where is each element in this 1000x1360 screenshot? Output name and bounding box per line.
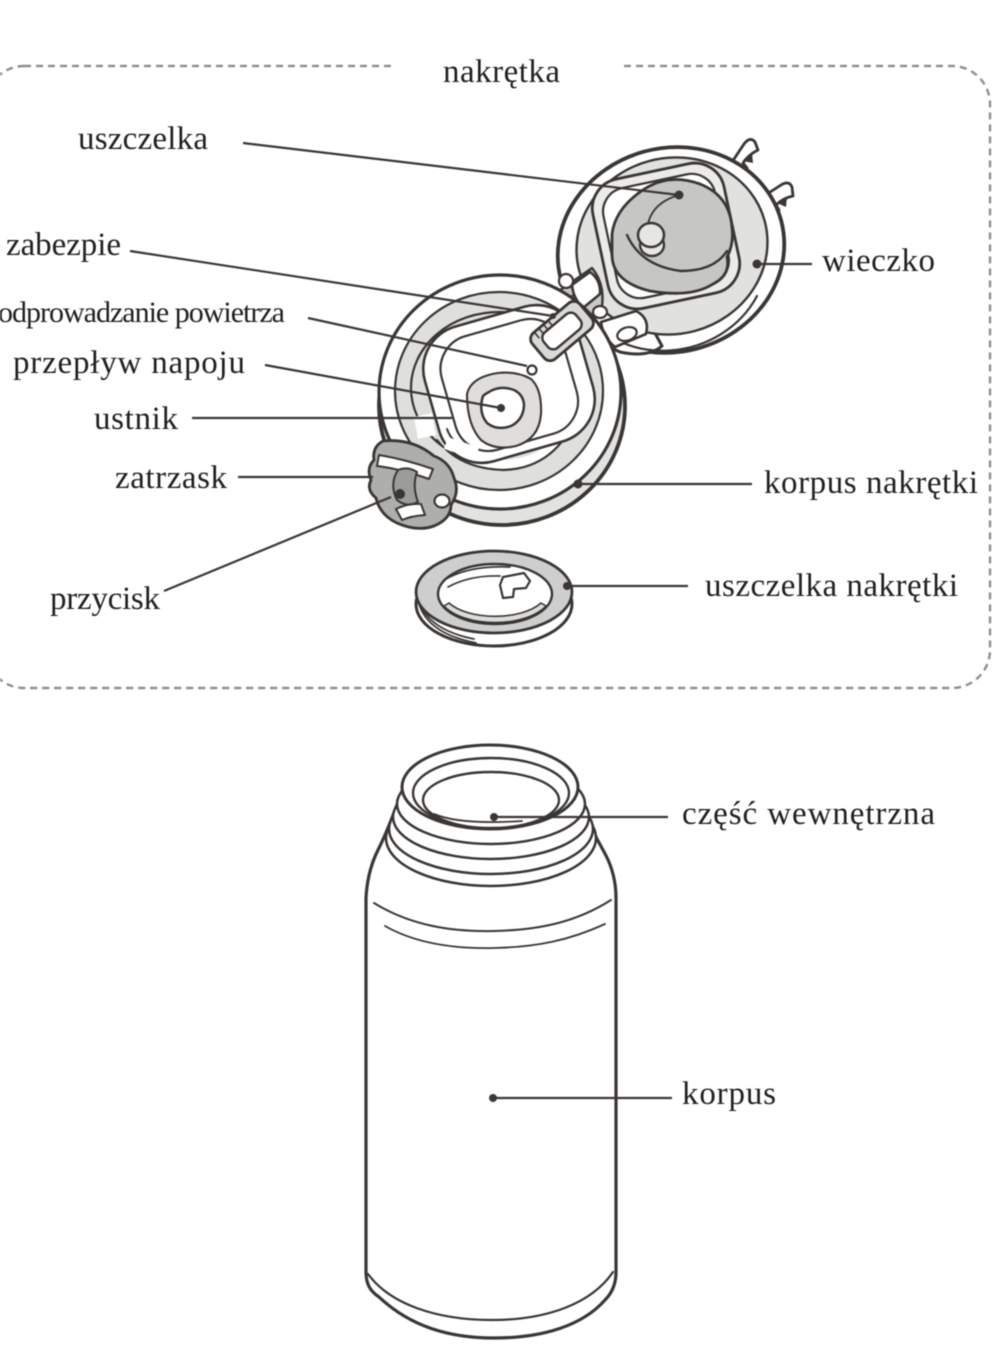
svg-text:zabezpie: zabezpie <box>6 227 121 263</box>
svg-text:uszczelka nakrętki: uszczelka nakrętki <box>705 568 958 604</box>
svg-text:korpus nakrętki: korpus nakrętki <box>764 465 978 501</box>
svg-text:odprowadzanie powietrza: odprowadzanie powietrza <box>0 296 285 329</box>
svg-text:przepływ napoju: przepływ napoju <box>13 345 245 381</box>
svg-text:wieczko: wieczko <box>822 243 935 279</box>
svg-text:korpus: korpus <box>682 1076 776 1112</box>
svg-text:nakrętka: nakrętka <box>443 54 560 90</box>
svg-text:zatrzask: zatrzask <box>115 460 228 496</box>
svg-text:przycisk: przycisk <box>50 581 161 617</box>
svg-text:ustnik: ustnik <box>94 401 179 437</box>
svg-text:część wewnętrzna: część wewnętrzna <box>682 796 935 832</box>
svg-text:uszczelka: uszczelka <box>78 121 208 157</box>
